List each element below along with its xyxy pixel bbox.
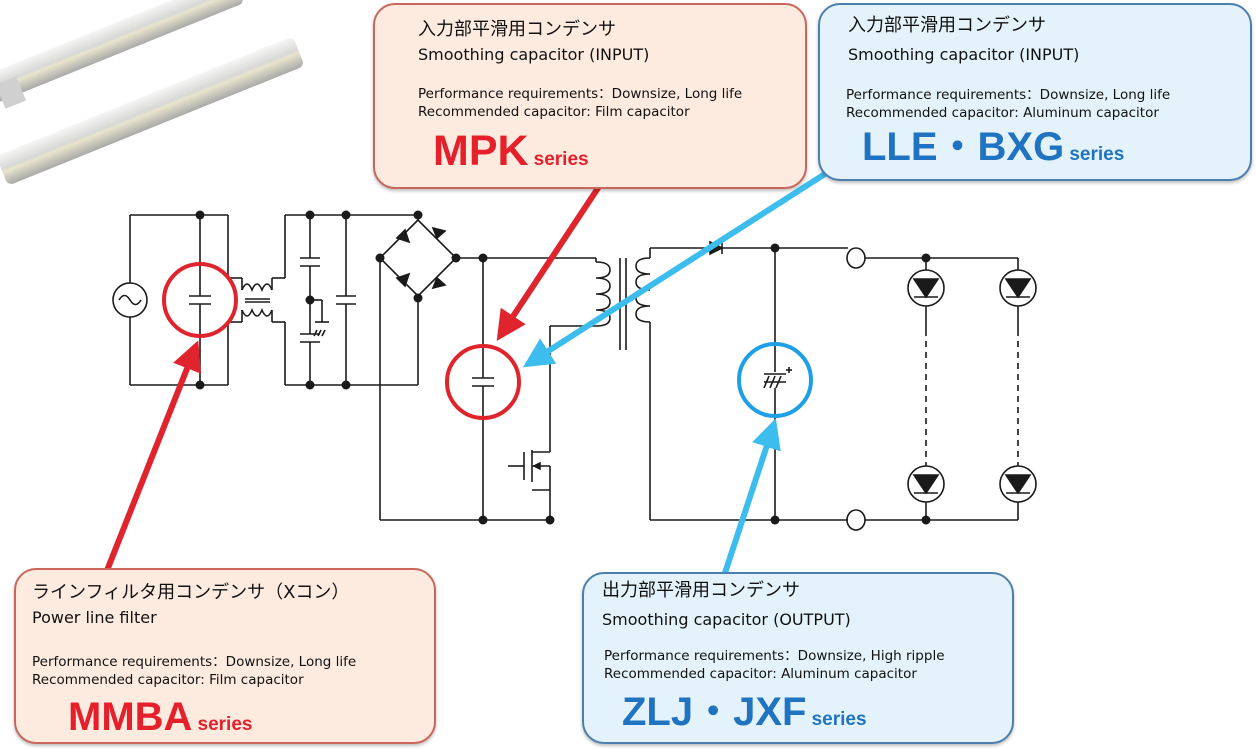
led-diodes — [907, 269, 1037, 503]
x-capacitor-highlight — [162, 262, 238, 338]
junction-dots — [195, 210, 931, 525]
mpk-arrow — [496, 180, 605, 342]
led-diode — [907, 465, 945, 503]
callout-recommended: Recommended capacitor: Aluminum capacito… — [604, 666, 917, 682]
callout-recommended: Recommended capacitor: Aluminum capacito… — [846, 105, 1159, 121]
mmba-callout: ラインフィルタ用コンデンサ（Xコン） Power line filter Per… — [14, 568, 436, 744]
callout-recommended: Recommended capacitor: Film capacitor — [418, 104, 690, 120]
series-suffix: series — [533, 149, 589, 170]
callout-title-jp: 入力部平滑用コンデンサ — [418, 19, 616, 40]
callout-requirements: Performance requirements：Downsize, High … — [604, 648, 945, 664]
lle-arrow — [522, 169, 830, 368]
callout-requirements: Performance requirements：Downsize, Long … — [846, 87, 1171, 103]
series-name: ZLJ・JXF — [622, 690, 807, 734]
callout-requirements: Performance requirements：Downsize, Long … — [418, 86, 743, 102]
zlj-jxf-callout: 出力部平滑用コンデンサ Smoothing capacitor (OUTPUT)… — [582, 572, 1014, 744]
series-suffix: series — [811, 709, 867, 730]
led-diode — [999, 465, 1037, 503]
series-name: MPK — [433, 127, 529, 175]
mmba-arrow — [101, 340, 202, 580]
series-suffix: series — [1069, 144, 1125, 165]
ac-source — [112, 282, 148, 318]
callout-title-en: Smoothing capacitor (INPUT) — [418, 45, 650, 64]
callout-recommended: Recommended capacitor: Film capacitor — [32, 672, 304, 688]
led-diode — [999, 269, 1037, 307]
led-tube-image — [0, 0, 303, 184]
callout-title-jp: 出力部平滑用コンデンサ — [602, 580, 800, 601]
series-name: MMBA — [68, 695, 193, 739]
callout-title-jp: ラインフィルタ用コンデンサ（Xコン） — [32, 582, 350, 603]
output-capacitor-highlight — [737, 342, 813, 418]
series-name: LLE・BXG — [862, 125, 1065, 169]
callout-title-jp: 入力部平滑用コンデンサ — [848, 15, 1046, 36]
callout-title-en: Smoothing capacitor (OUTPUT) — [602, 610, 851, 629]
callout-requirements: Performance requirements：Downsize, Long … — [32, 654, 357, 670]
mpk-callout: 入力部平滑用コンデンサ Smoothing capacitor (INPUT) … — [373, 3, 807, 189]
circuit-schematic — [112, 214, 1019, 531]
callout-title-en: Power line filter — [32, 608, 157, 627]
callout-title-en: Smoothing capacitor (INPUT) — [848, 45, 1080, 64]
series-suffix: series — [197, 714, 253, 735]
zlj-arrow — [719, 418, 781, 583]
input-capacitor-highlight — [445, 344, 521, 420]
led-diode — [907, 269, 945, 307]
lle-bxg-callout: 入力部平滑用コンデンサ Smoothing capacitor (INPUT) … — [818, 3, 1252, 181]
